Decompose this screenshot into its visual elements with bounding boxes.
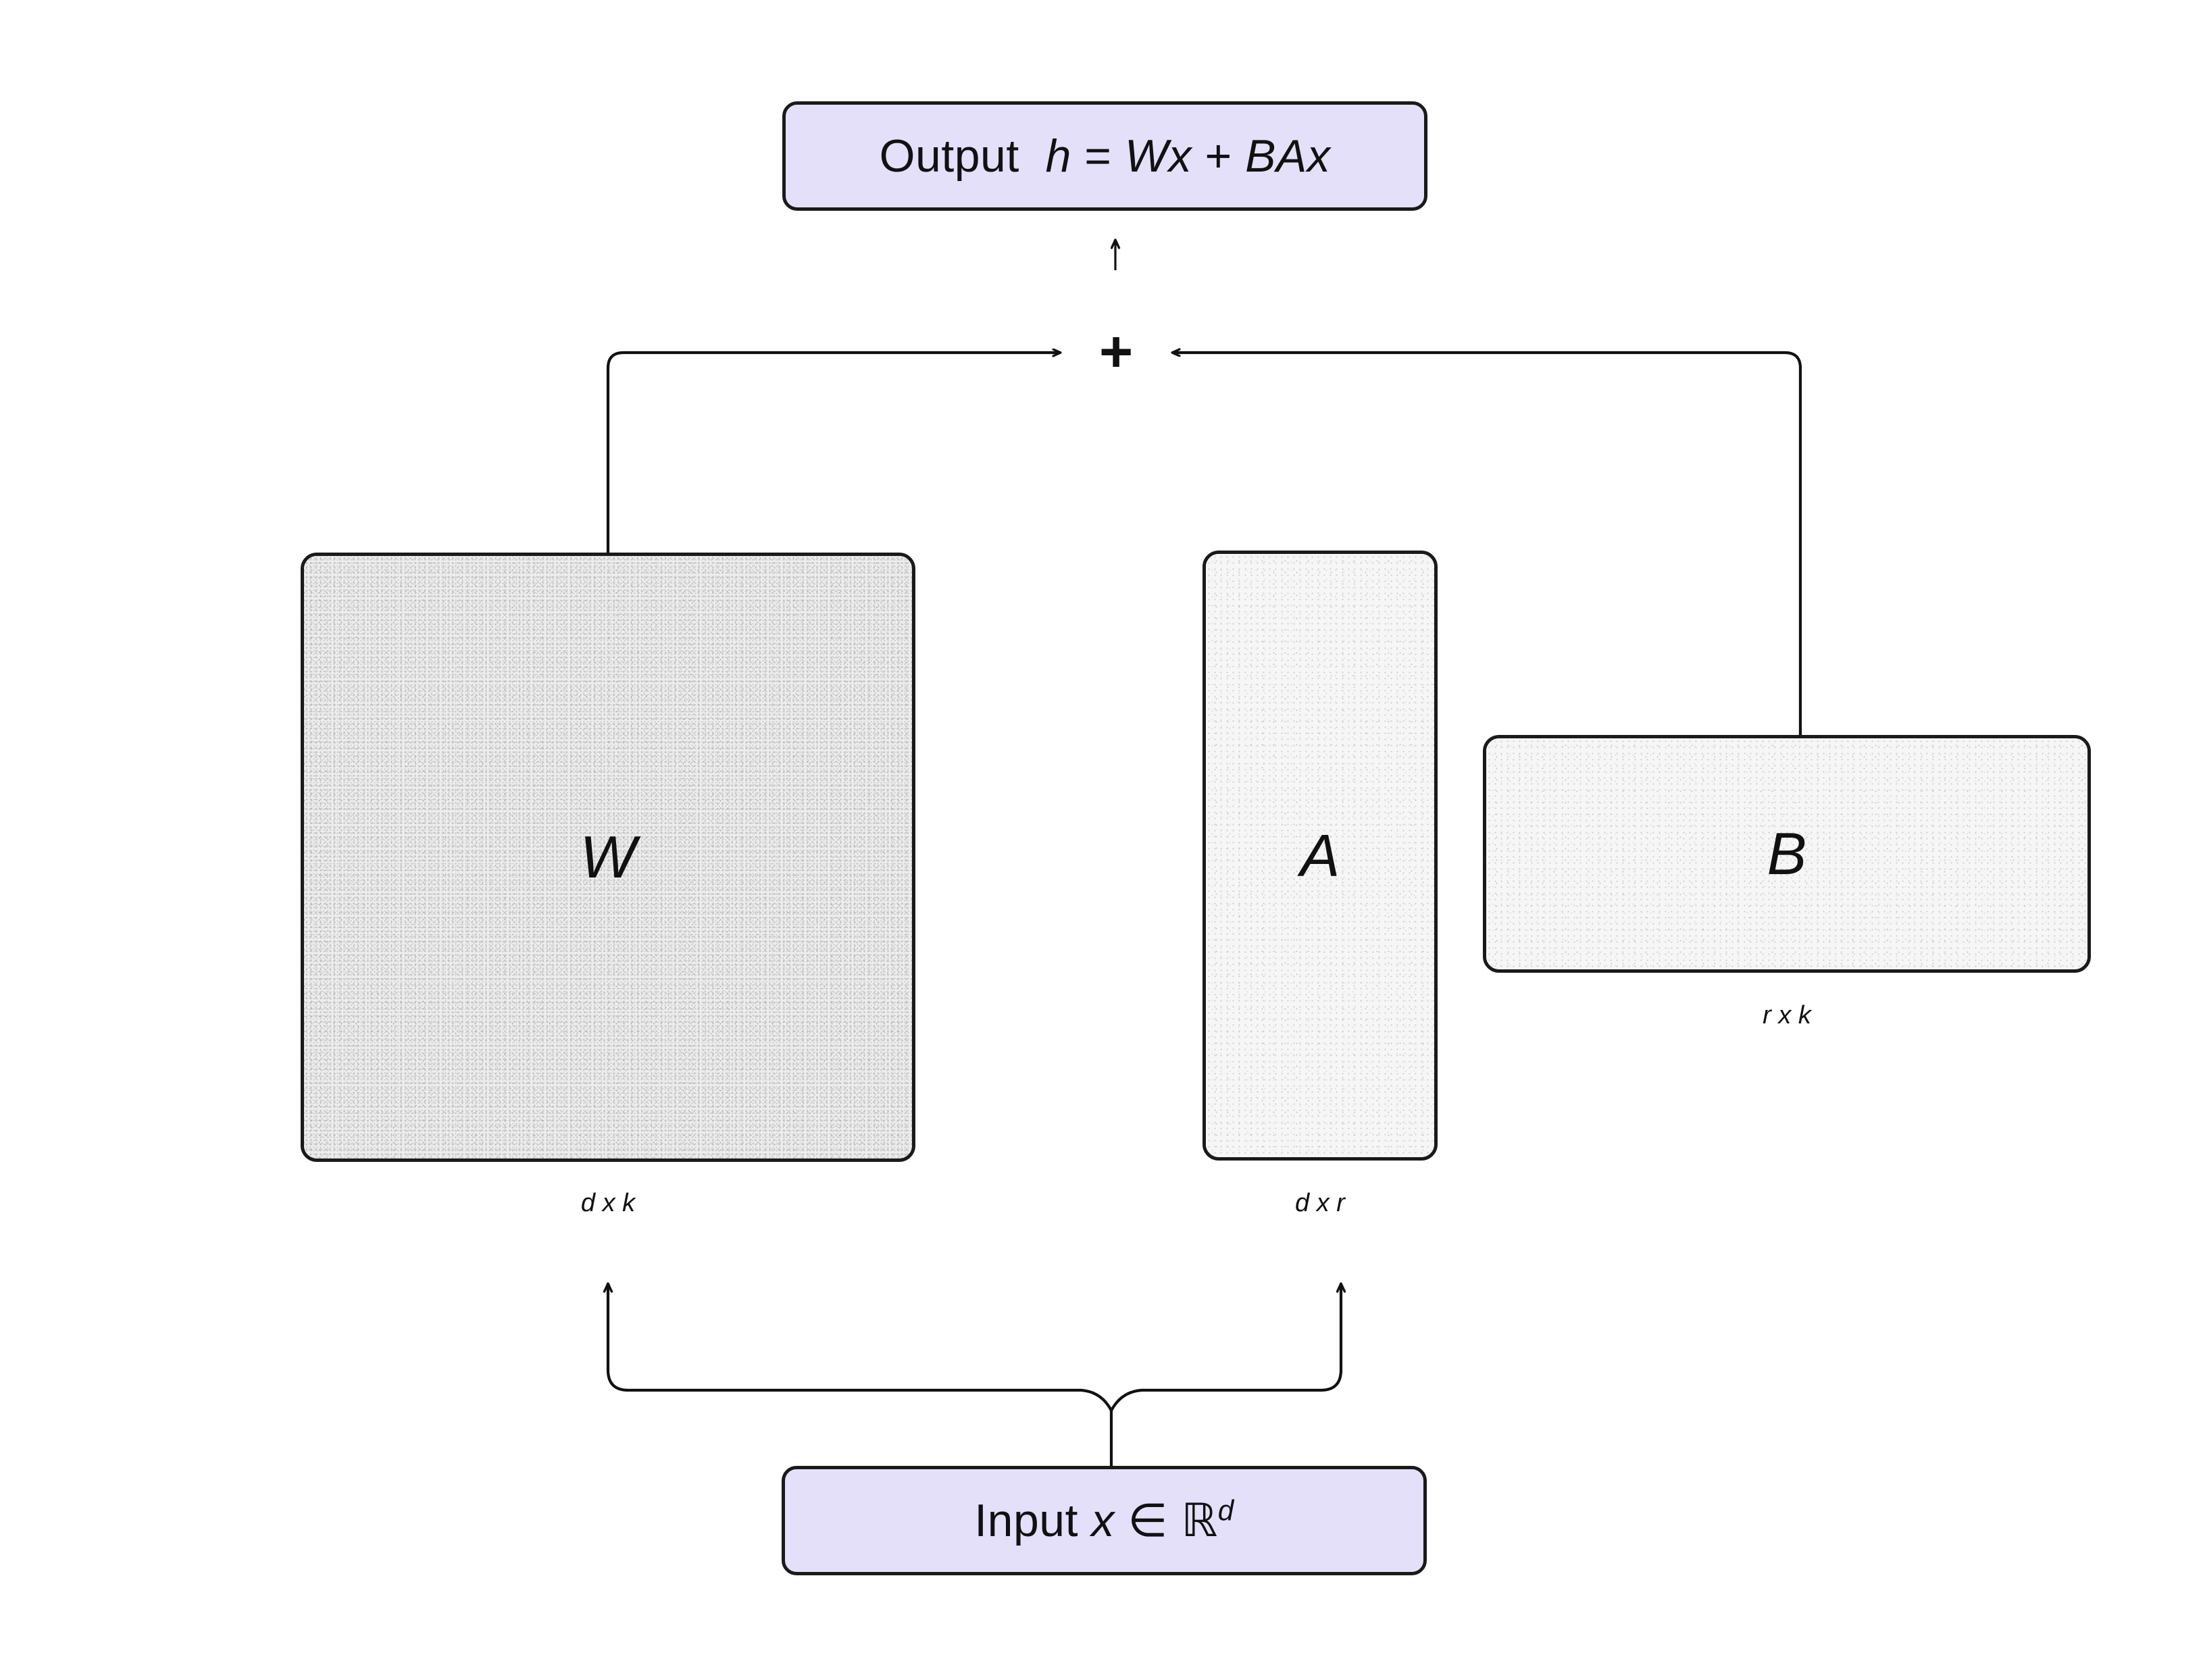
A-matrix-letter: A — [1300, 821, 1340, 889]
W-matrix-texture — [304, 556, 912, 1159]
B-matrix-letter: B — [1767, 820, 1807, 887]
W-matrix[interactable]: W — [301, 553, 915, 1162]
B-matrix-dim-label: r x k — [1763, 1001, 1811, 1029]
input-box[interactable]: Input x ∈ ℝd — [782, 1466, 1427, 1575]
W-matrix-dim-label: d x k — [580, 1189, 636, 1217]
A-matrix[interactable]: A — [1202, 551, 1438, 1161]
wire-input-fanout — [608, 1283, 1341, 1466]
input-box-label: Input x ∈ ℝd — [974, 1494, 1234, 1548]
output-box[interactable]: Output h = Wx + BAx — [782, 101, 1427, 211]
B-matrix-texture — [1486, 738, 2087, 969]
B-matrix[interactable]: B — [1483, 735, 2091, 973]
W-matrix-letter: W — [580, 823, 636, 890]
wire-w-to-sum — [606, 353, 1061, 553]
sum-junction-plus: + — [1099, 320, 1134, 384]
output-box-label: Output h = Wx + BAx — [879, 130, 1331, 182]
A-matrix-dim-label: d x r — [1295, 1189, 1345, 1217]
